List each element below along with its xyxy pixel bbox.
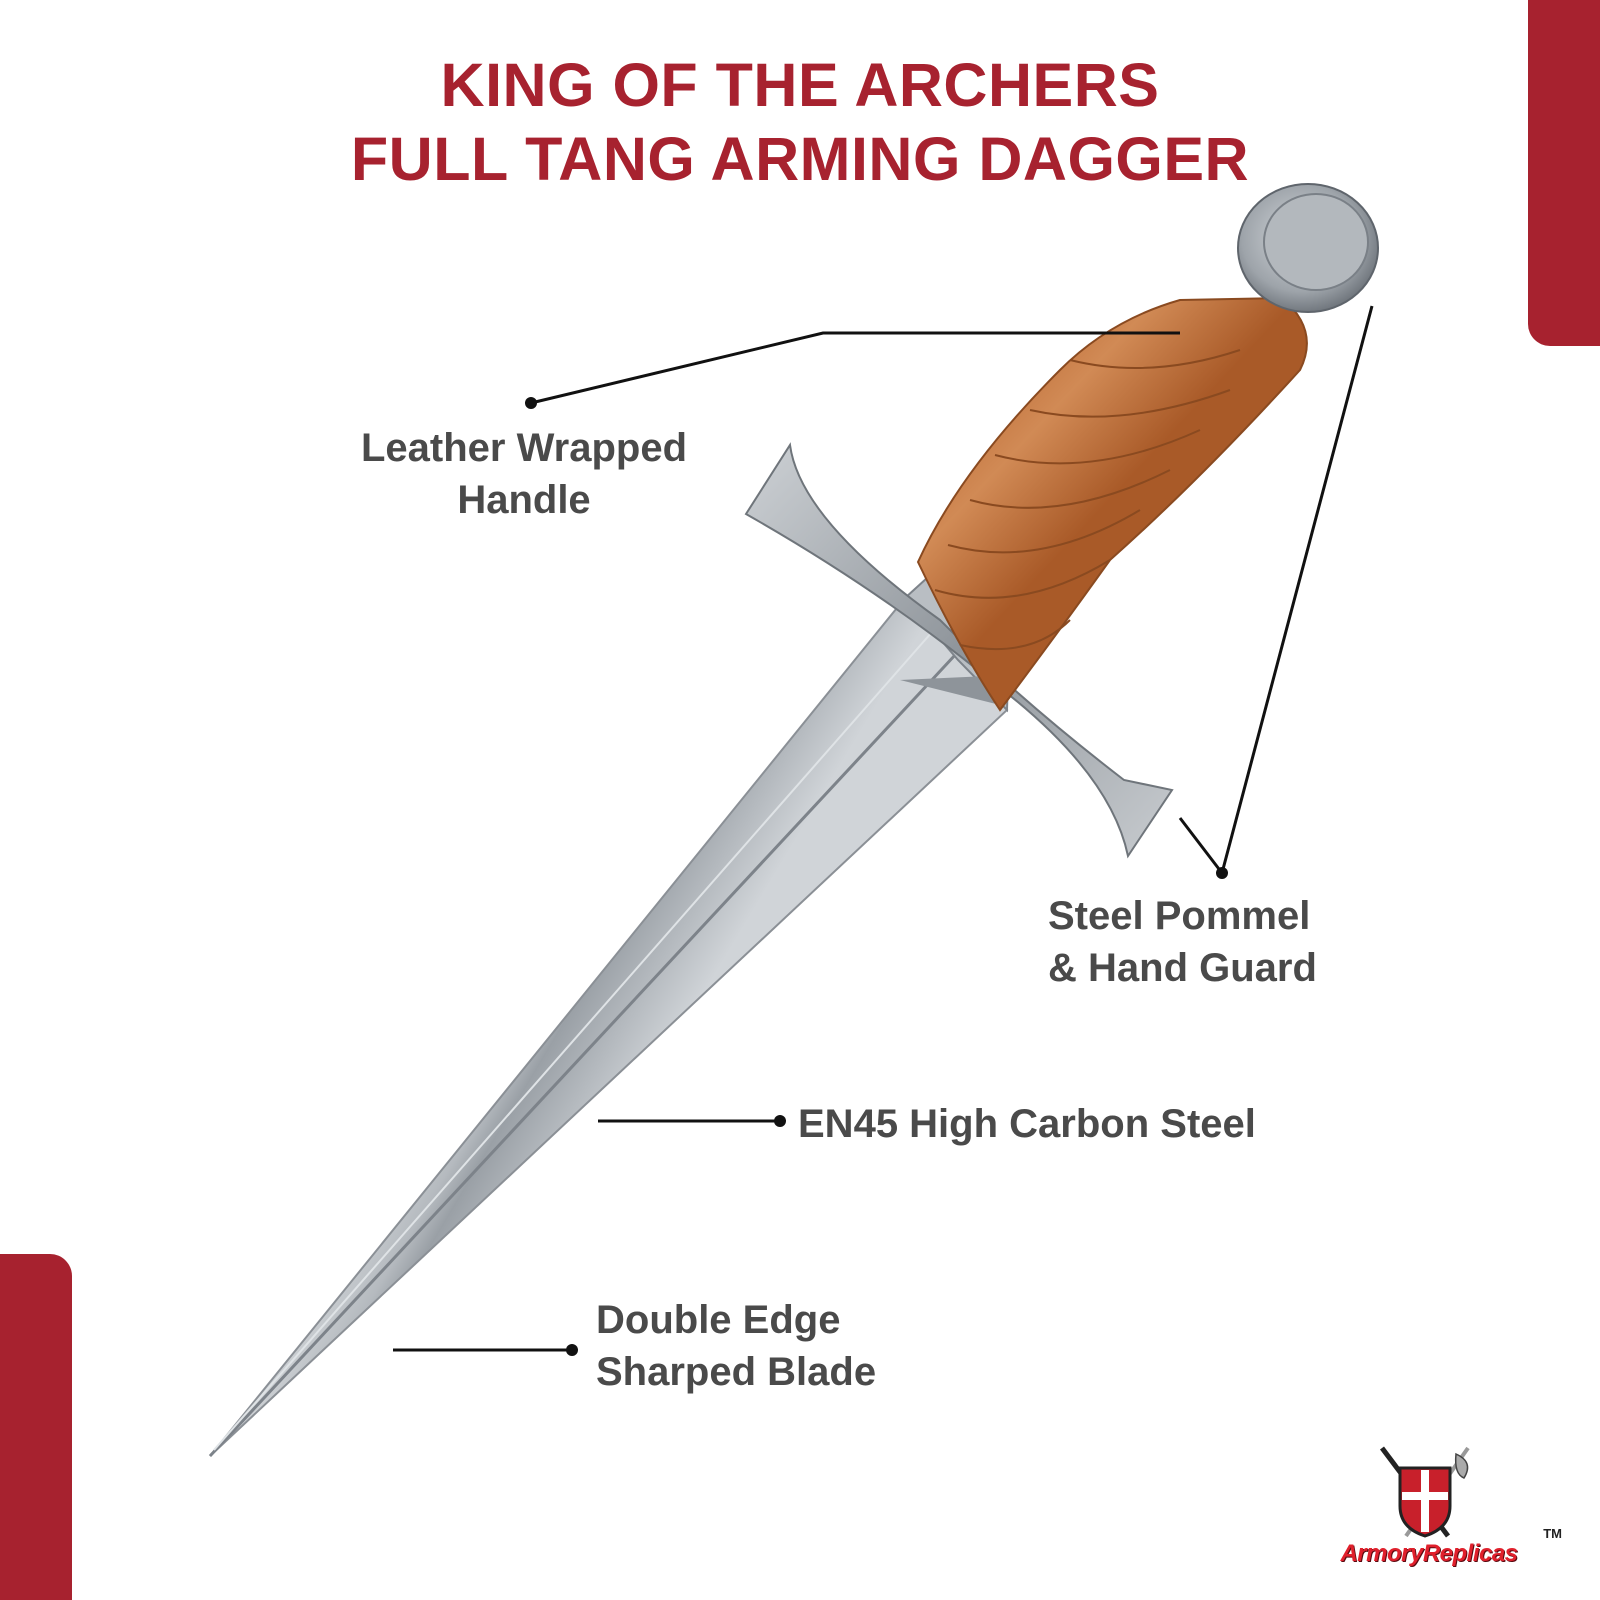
callout-leather-handle: Leather Wrapped Handle [348,422,700,526]
callout-leather-line-1: Leather Wrapped [361,426,687,470]
callout-steel-line-2: & Hand Guard [1048,946,1317,990]
leader-dot-steel [1216,867,1228,879]
brand-logo: ArmoryReplicas TM [1296,1440,1562,1574]
leader-dot-carbon [774,1115,786,1127]
leader-lines [393,305,1374,1352]
callout-steel-pommel: Steel Pommel & Hand Guard [1048,890,1317,994]
leader-dot-edge [566,1344,578,1356]
pommel [1237,183,1379,313]
leader-line-guard [1178,817,1224,874]
corner-accent-bottom-left [0,1254,72,1600]
leader-line-leather [530,331,1180,405]
callout-edge-line-1: Double Edge [596,1298,841,1342]
callout-leather-line-2: Handle [457,478,591,522]
leader-dot-leather [525,397,537,409]
shield-icon [1380,1446,1470,1538]
callout-steel-line-1: Steel Pommel [1048,894,1311,938]
brand-trademark: TM [1543,1526,1562,1541]
callout-carbon-steel: EN45 High Carbon Steel [798,1098,1256,1150]
title-line-1: KING OF THE ARCHERS [440,51,1160,119]
leader-line-pommel [1220,305,1374,874]
brand-name: ArmoryReplicas [1340,1540,1518,1567]
title-line-2: FULL TANG ARMING DAGGER [350,125,1250,193]
callout-edge-line-2: Sharped Blade [596,1350,877,1394]
callout-double-edge: Double Edge Sharped Blade [596,1294,876,1398]
callout-carbon-line-1: EN45 High Carbon Steel [798,1102,1256,1146]
leader-dots [525,397,1228,1356]
corner-accent-top-right [1528,0,1600,346]
product-title: KING OF THE ARCHERS FULL TANG ARMING DAG… [0,48,1600,196]
leather-handle [916,296,1308,712]
